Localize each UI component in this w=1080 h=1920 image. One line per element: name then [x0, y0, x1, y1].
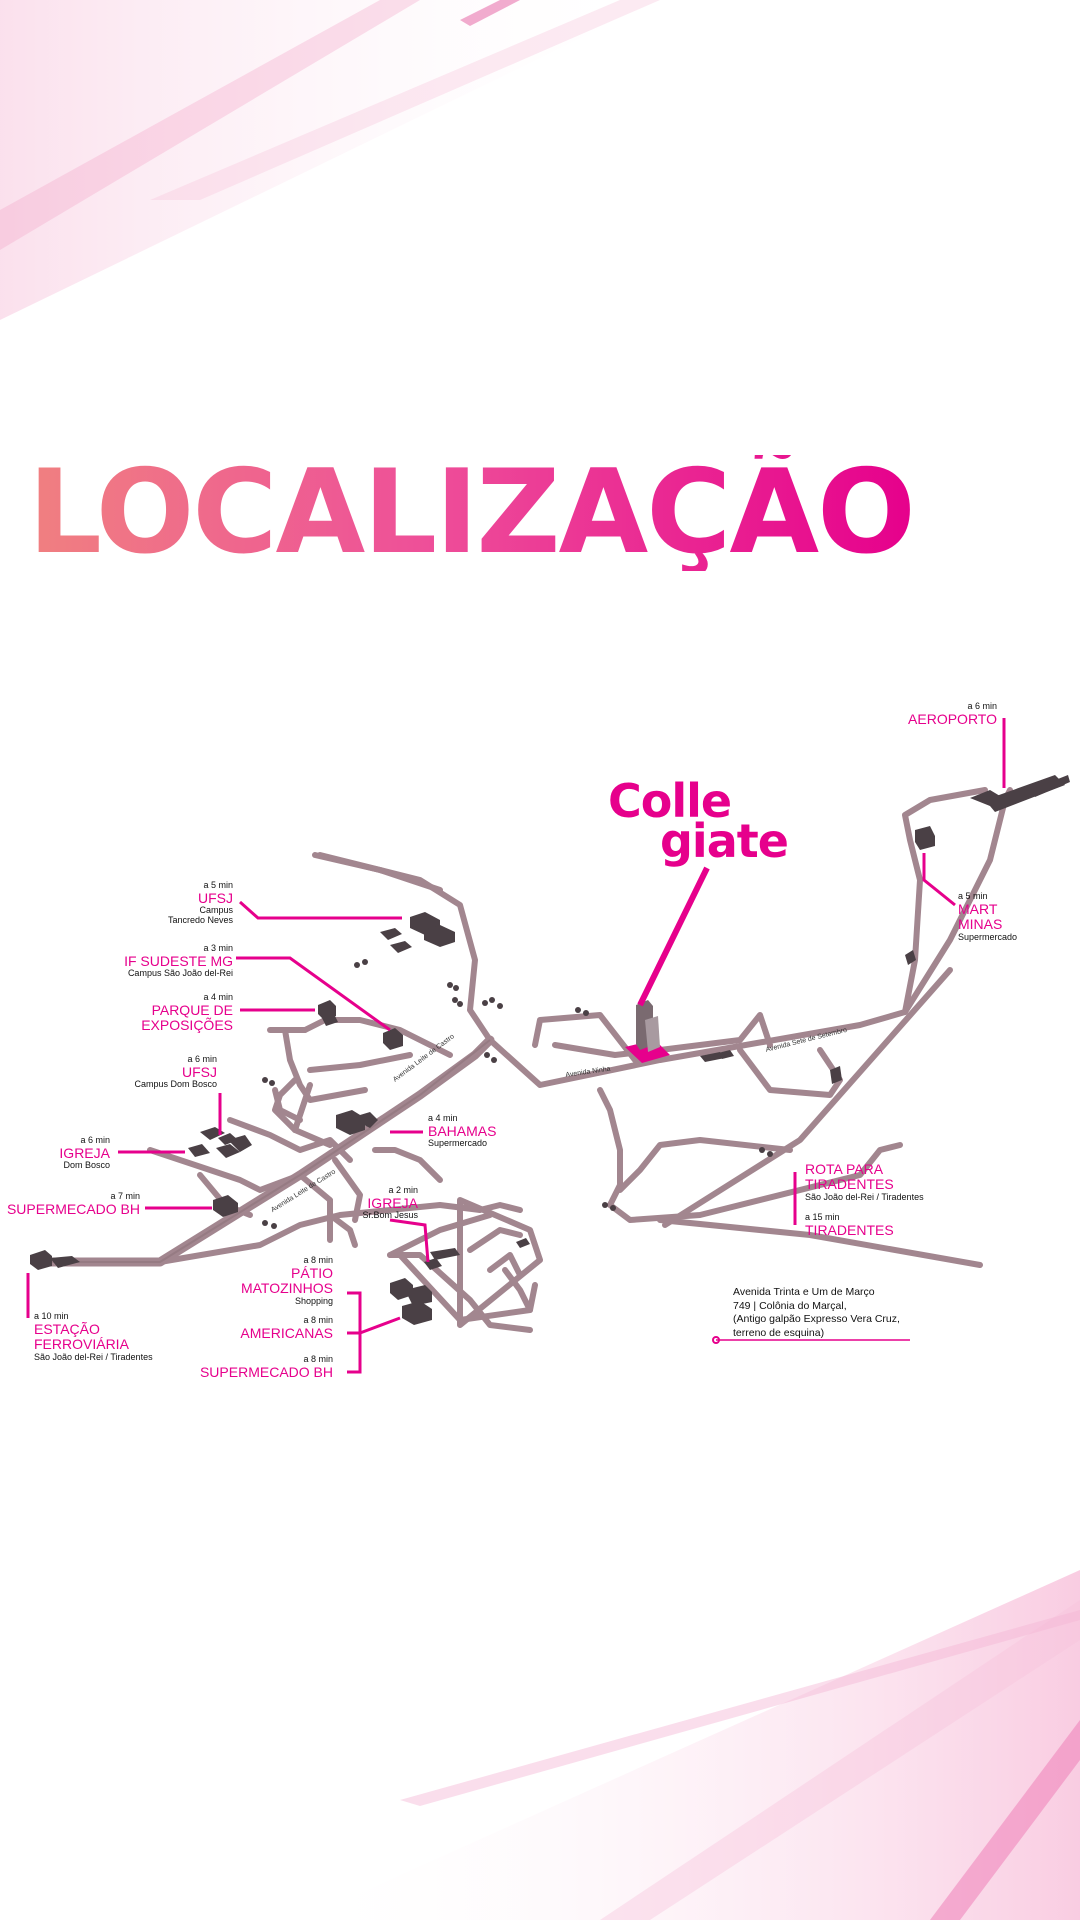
poi-if-sudeste: a 3 min IF SUDESTE MG Campus São João de… [124, 943, 233, 979]
logo-line: Colle [608, 774, 732, 828]
poi-mart-minas: a 5 min MART MINAS Supermercado [958, 891, 1018, 942]
poi-igreja-dom-bosco: a 6 min IGREJA Dom Bosco [59, 1135, 110, 1171]
trees [262, 959, 773, 1229]
collegiate-site [625, 866, 710, 1063]
address-line: (Antigo galpão Expresso Vera Cruz, [733, 1313, 900, 1326]
poi-ufsj-tancredo: a 5 min UFSJ Campus Tancredo Neves [167, 880, 233, 926]
poi-bahamas: a 4 min BAHAMAS Supermercado [428, 1113, 497, 1149]
poi-ufsj-dom-bosco: a 6 min UFSJ Campus Dom Bosco [134, 1054, 217, 1090]
callout-lines [26, 718, 1006, 1374]
poi-tiradentes: a 15 min TIRADENTES [805, 1212, 894, 1238]
poi-americanas: a 8 min AMERICANAS [240, 1315, 333, 1341]
poi-estacao-ferroviaria: a 10 min ESTAÇÃO FERROVIÁRIA São João de… [34, 1311, 153, 1362]
address-line: Avenida Trinta e Um de Março [733, 1286, 875, 1298]
address-line: terreno de esquina) [733, 1326, 825, 1339]
address-pin-icon [712, 1336, 720, 1344]
buildings [30, 775, 1070, 1325]
collegiate-logo: Colle giate [608, 774, 789, 868]
logo-line: giate [660, 813, 789, 868]
poi-supermercado-bh-2: a 8 min SUPERMECADO BH [199, 1354, 333, 1380]
address-line: 749 | Colônia do Marçal, [733, 1299, 847, 1312]
poi-patio-matozinhos: a 8 min PÁTIO MATOZINHOS Shopping [240, 1255, 333, 1306]
poi-rota-tiradentes: ROTA PARA TIRADENTES São João del-Rei / … [805, 1161, 924, 1202]
poi-aeroporto: a 6 min AEROPORTO [908, 701, 997, 727]
page-title: LOCALIZAÇÃO [28, 445, 916, 580]
poi-igreja-bom-jesus: a 2 min IGREJA Sr.Bom Jesus [362, 1185, 418, 1221]
poi-supermercado-bh-1: a 7 min SUPERMECADO BH [6, 1191, 140, 1217]
poi-parque-exposicoes: a 4 min PARQUE DE EXPOSIÇÕES [141, 992, 233, 1034]
address-block: Avenida Trinta e Um de Março 749 | Colôn… [733, 1286, 963, 1341]
